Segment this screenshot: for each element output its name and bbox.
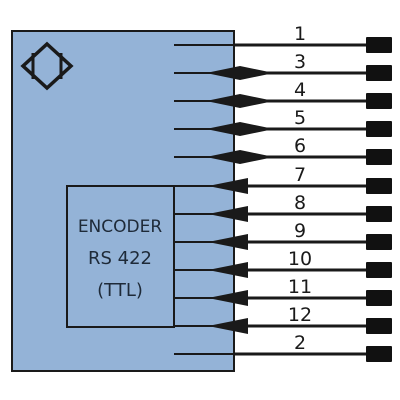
pin-terminal — [366, 262, 392, 278]
pin-label: 1 — [294, 23, 306, 45]
pin-label: 8 — [294, 192, 306, 214]
pin-9: 9 — [174, 220, 392, 250]
encoder-title: ENCODER — [78, 217, 163, 237]
pin-label: 6 — [294, 135, 306, 157]
output-arrow-marker — [208, 178, 248, 194]
output-arrow-marker — [208, 262, 248, 278]
pin-6: 6 — [174, 135, 392, 165]
pin-terminal — [366, 93, 392, 109]
output-arrow-marker — [208, 318, 248, 334]
pin-7: 7 — [174, 164, 392, 194]
encoder-signal-level: (TTL) — [97, 280, 143, 301]
pin-label: 4 — [294, 79, 306, 101]
pin-label: 3 — [294, 51, 306, 73]
pin-5: 5 — [174, 107, 392, 137]
pin-terminal — [366, 121, 392, 137]
pin-label: 5 — [294, 107, 306, 129]
encoder-box — [66, 185, 175, 328]
pin-terminal — [366, 65, 392, 81]
pin-3: 3 — [174, 51, 392, 81]
pin-label: 2 — [294, 332, 306, 354]
output-arrow-marker — [208, 290, 248, 306]
pin-terminal — [366, 206, 392, 222]
output-arrow-marker — [208, 206, 248, 222]
pin-terminal — [366, 234, 392, 250]
pin-label: 7 — [294, 164, 306, 186]
pin-label: 12 — [288, 304, 312, 326]
bidirectional-marker — [206, 122, 274, 136]
pin-8: 8 — [174, 192, 392, 222]
pin-terminal — [366, 290, 392, 306]
bidirectional-marker — [206, 94, 274, 108]
pin-terminal — [366, 37, 392, 53]
diamond-in-square-icon — [20, 41, 74, 91]
pin-terminal — [366, 318, 392, 334]
pin-label: 11 — [288, 276, 312, 298]
pin-10: 10 — [174, 248, 392, 278]
pin-1: 1 — [174, 23, 392, 53]
pin-11: 11 — [174, 276, 392, 306]
encoder-protocol: RS 422 — [88, 248, 152, 269]
pin-4: 4 — [174, 79, 392, 109]
output-arrow-marker — [208, 234, 248, 250]
pin-2: 2 — [174, 332, 392, 362]
pins-layer: 1 3 4 5 6 7 8 9 10 11 12 2 — [174, 23, 392, 362]
pin-label: 9 — [294, 220, 306, 242]
pin-12: 12 — [174, 304, 392, 334]
bidirectional-marker — [206, 66, 274, 80]
pin-label: 10 — [288, 248, 312, 270]
pin-terminal — [366, 149, 392, 165]
pin-terminal — [366, 178, 392, 194]
pin-terminal — [366, 346, 392, 362]
bidirectional-marker — [206, 150, 274, 164]
